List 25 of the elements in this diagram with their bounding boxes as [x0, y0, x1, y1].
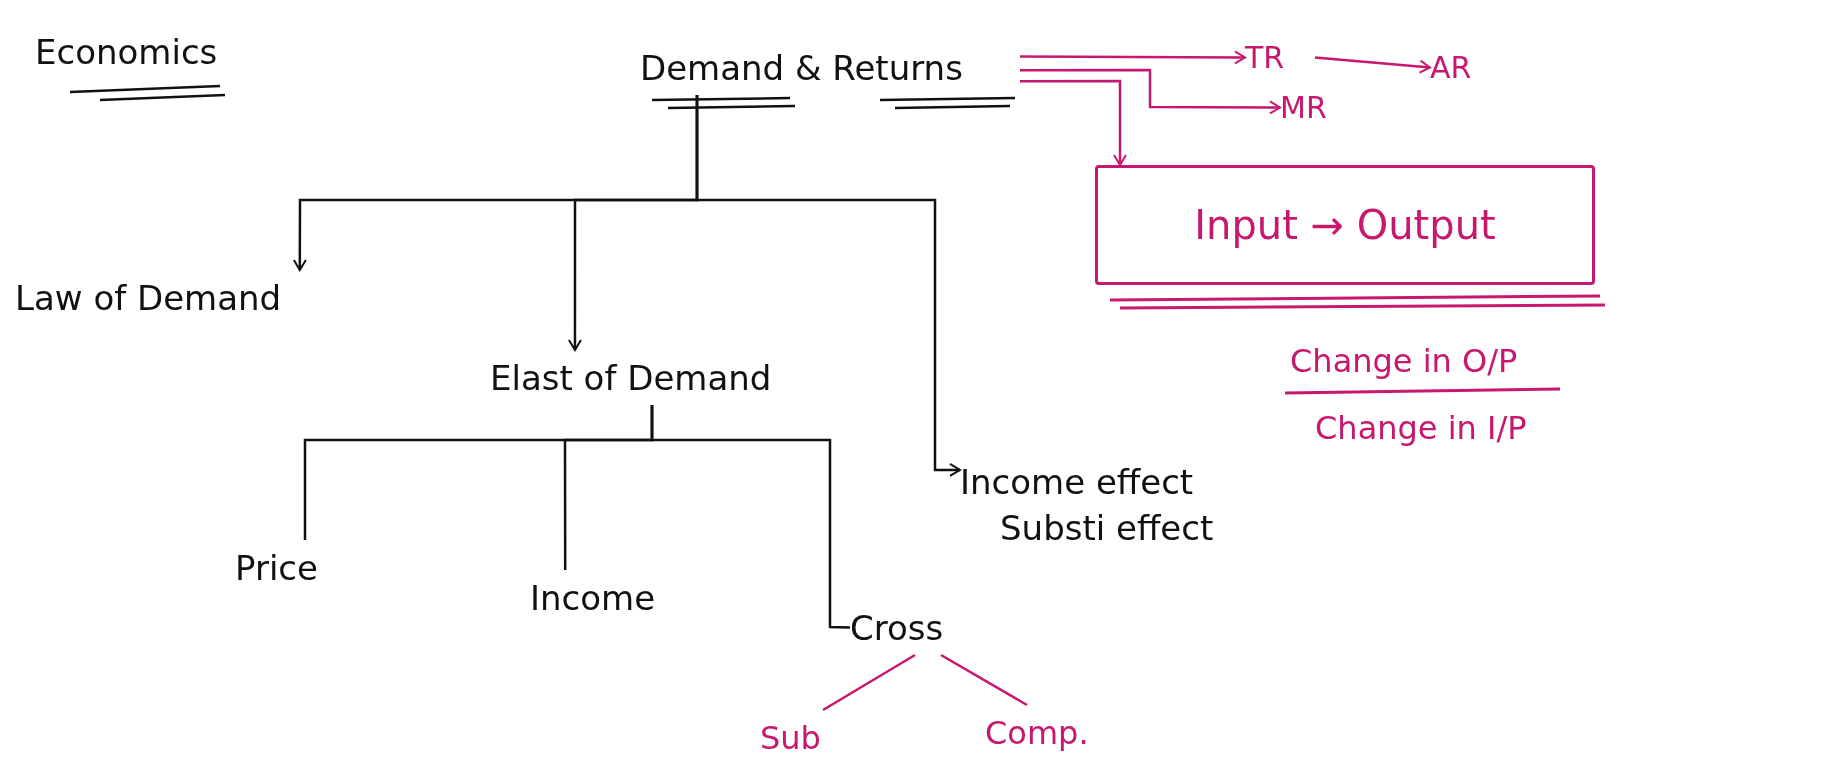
node-text: Substi effect — [1000, 511, 1214, 545]
formula-text: Change in I/P — [1315, 412, 1527, 444]
arrow — [1314, 56, 1431, 74]
connector-line — [650, 405, 851, 629]
arrow — [1020, 68, 1281, 115]
node-text: TR — [1245, 42, 1285, 73]
arrow — [1020, 50, 1246, 65]
formula-text: Change in O/P — [1290, 345, 1518, 377]
node-text: Comp. — [985, 716, 1089, 749]
arrow — [695, 95, 961, 477]
connector-line — [940, 653, 1028, 707]
node-text: MR — [1280, 92, 1327, 123]
node-text: Sub — [760, 721, 821, 754]
node-text: Cross — [850, 610, 944, 645]
node-text: Price — [235, 550, 318, 585]
node-text: Elast of Demand — [490, 360, 772, 395]
arrow — [1020, 79, 1127, 166]
connector-line — [822, 653, 916, 712]
node-text: Demand & Returns — [640, 50, 963, 85]
title: Economics — [35, 35, 218, 69]
node-text: Income — [530, 580, 656, 615]
node-text: AR — [1430, 52, 1472, 83]
boxed-note — [1095, 165, 1595, 285]
node-text: Law of Demand — [15, 280, 282, 315]
node-text: Income effect — [960, 465, 1194, 499]
